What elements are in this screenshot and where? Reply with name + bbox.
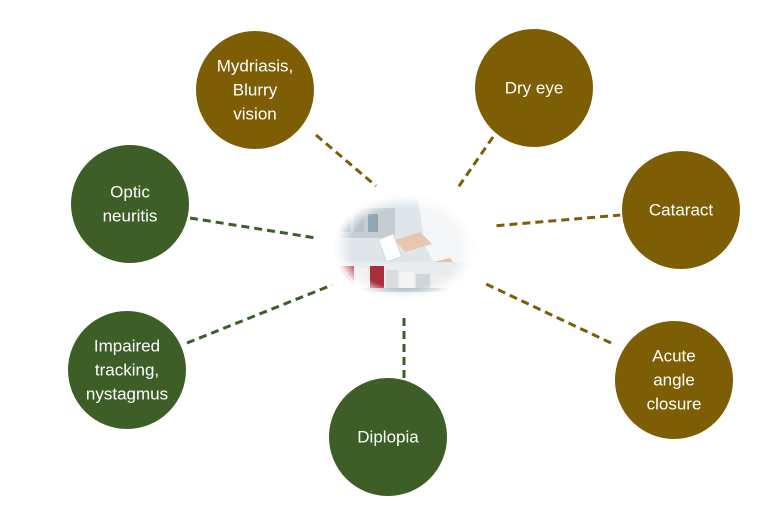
connector-dry-eye <box>455 136 495 190</box>
connector-impaired-tracking <box>186 283 333 345</box>
node-optic-neuritis: Optic neuritis <box>69 143 191 265</box>
node-circle <box>66 309 188 431</box>
connector-mydriasis <box>315 133 377 188</box>
connector-cataract <box>492 213 622 228</box>
node-dry-eye: Dry eye <box>473 27 595 149</box>
node-label-line: neuritis <box>103 207 158 226</box>
node-circle <box>194 29 316 151</box>
node-acute-angle-closure: Acute angle closure <box>613 319 735 441</box>
node-label-line: Mydriasis, <box>217 57 294 76</box>
connector-optic-neuritis <box>189 216 317 240</box>
node-label-line: tracking, <box>95 361 159 380</box>
pharmacy-photo <box>335 196 475 300</box>
node-circle <box>69 143 191 265</box>
connectors <box>186 133 622 380</box>
node-circle <box>473 27 595 149</box>
node-label-line: Blurry <box>233 81 278 100</box>
node-circle <box>620 149 742 271</box>
node-diplopia: Diplopia <box>327 376 449 498</box>
node-cataract: Cataract <box>620 149 742 271</box>
nodes: Mydriasis, Blurry vision Dry eyeCataractAcu… <box>66 27 742 498</box>
node-circle <box>327 376 449 498</box>
node-mydriasis: Mydriasis, Blurry vision <box>194 29 316 151</box>
node-label-line: Diplopia <box>357 428 419 447</box>
node-label-line: nystagmus <box>86 385 168 404</box>
node-label-line: Impaired <box>94 337 160 356</box>
node-label-line: angle <box>653 371 695 390</box>
node-circle <box>613 319 735 441</box>
connector-acute-angle-closure <box>485 282 612 345</box>
node-label-line: Optic <box>110 183 150 202</box>
node-impaired-tracking: Impaired tracking, nystagmus <box>66 309 188 431</box>
node-label-line: Acute <box>652 347 695 366</box>
node-label-line: vision <box>233 105 276 124</box>
node-label-line: closure <box>647 395 702 414</box>
node-label-line: Cataract <box>649 201 714 220</box>
node-label-line: Dry eye <box>505 79 564 98</box>
